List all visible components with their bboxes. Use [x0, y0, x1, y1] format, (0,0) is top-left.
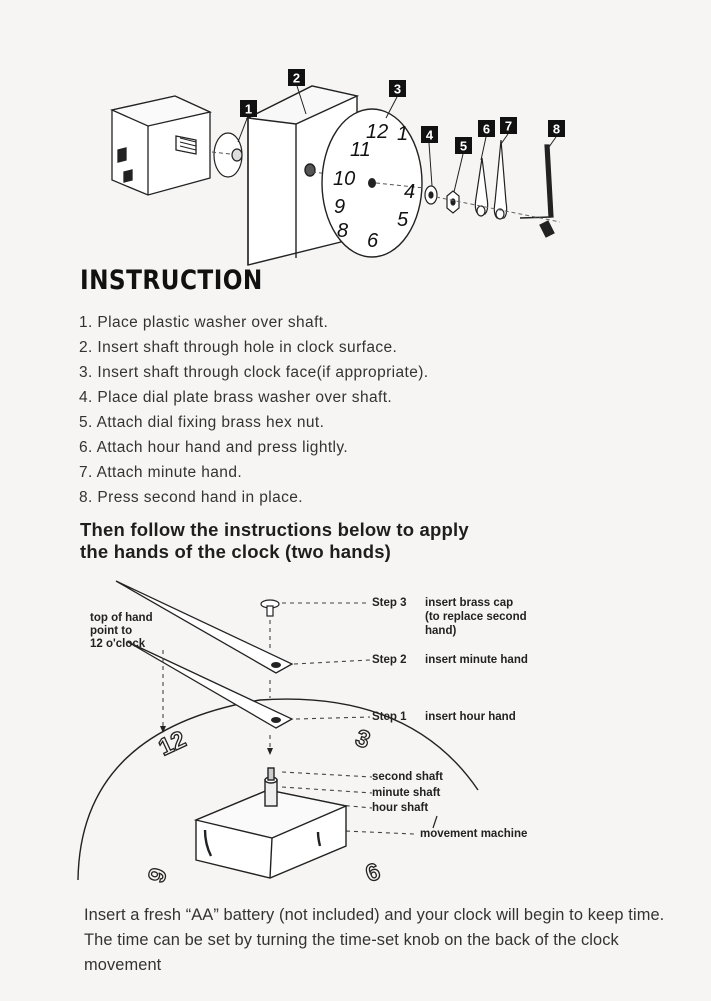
- subheading-line-2: the hands of the clock (two hands): [80, 541, 392, 562]
- svg-text:3: 3: [394, 82, 401, 97]
- svg-text:1: 1: [397, 123, 408, 145]
- svg-text:4: 4: [404, 181, 415, 203]
- part-number-labels: 1 2 3 4 5 6 7 8: [237, 69, 565, 193]
- dial-arc: [77, 698, 479, 881]
- svg-text:5: 5: [397, 209, 409, 231]
- instruction-heading: INSTRUCTION: [80, 265, 263, 296]
- step-item: 2. Insert shaft through hole in clock su…: [79, 339, 398, 356]
- minute-shaft-label: minute shaft: [372, 787, 441, 799]
- second-shaft-label: second shaft: [372, 771, 443, 783]
- movement-machine: [193, 767, 349, 879]
- step-item: 1. Place plastic washer over shaft.: [79, 314, 329, 331]
- part-label-5: 5: [453, 137, 472, 193]
- svg-text:6: 6: [483, 122, 490, 137]
- part-label-6: 6: [478, 120, 495, 161]
- dial-numerals: 12 1 11 10 4 9 5 8 6: [333, 121, 415, 252]
- svg-text:4: 4: [426, 128, 434, 143]
- step-item: 4. Place dial plate brass washer over sh…: [79, 389, 393, 406]
- small-parts: [424, 139, 555, 238]
- step-item: 7. Attach minute hand.: [79, 464, 243, 481]
- minute-hand-part: [493, 139, 508, 219]
- clock-face-dial: [321, 108, 425, 258]
- svg-text:9: 9: [143, 865, 173, 887]
- hour-hand: [127, 641, 294, 729]
- part-label-8: 8: [548, 120, 565, 148]
- part-label-4: 4: [421, 126, 438, 187]
- svg-text:12: 12: [154, 726, 190, 762]
- hands-instruction-heading: Then follow the instructions below to ap…: [80, 519, 469, 563]
- part-label-1: 1: [237, 100, 257, 143]
- plastic-washer-part: [213, 132, 243, 178]
- exploded-parts-diagram: 12 1 11 10 4 9 5 8 6 1 2 3 4 5 6 7 8: [109, 69, 565, 266]
- movement-machine-label: movement machine: [420, 828, 527, 840]
- svg-text:5: 5: [460, 139, 467, 154]
- svg-text:8: 8: [553, 122, 560, 137]
- svg-text:8: 8: [337, 220, 348, 242]
- hour-shaft-label: hour shaft: [372, 802, 428, 814]
- part-label-2: 2: [288, 69, 307, 115]
- svg-text:12: 12: [366, 121, 388, 143]
- subheading-line-1: Then follow the instructions below to ap…: [80, 519, 469, 540]
- instruction-steps: 1. Place plastic washer over shaft. 2. I…: [79, 310, 429, 510]
- step2-text: insert minute hand: [425, 654, 528, 666]
- step2-label: Step 2: [372, 654, 407, 666]
- minute-hand: [115, 580, 294, 674]
- clock-movement-part: [109, 95, 213, 196]
- svg-text:2: 2: [293, 71, 300, 86]
- brass-cap: [260, 599, 280, 617]
- part-label-7: 7: [500, 117, 517, 145]
- step-item: 3. Insert shaft through clock face(if ap…: [79, 364, 429, 381]
- battery-instruction: Insert a fresh “AA” battery (not include…: [84, 906, 665, 974]
- part-label-3: 3: [385, 80, 406, 119]
- svg-text:9: 9: [334, 196, 345, 218]
- step-item: 6. Attach hour hand and press lightly.: [79, 439, 349, 456]
- svg-text:7: 7: [505, 119, 512, 134]
- svg-text:1: 1: [245, 102, 252, 117]
- step3-label: Step 3: [372, 597, 407, 609]
- svg-text:3: 3: [352, 724, 374, 754]
- svg-text:6: 6: [367, 230, 379, 252]
- svg-text:10: 10: [333, 168, 355, 190]
- step-item: 5. Attach dial fixing brass hex nut.: [79, 414, 325, 431]
- step1-label: Step 1: [372, 711, 407, 723]
- step-item: 8. Press second hand in place.: [79, 489, 303, 506]
- step1-text: insert hour hand: [425, 711, 516, 723]
- svg-text:11: 11: [350, 139, 371, 161]
- svg-text:6: 6: [362, 858, 384, 888]
- hour-hand-part: [474, 157, 489, 215]
- second-hand-part: [544, 144, 554, 218]
